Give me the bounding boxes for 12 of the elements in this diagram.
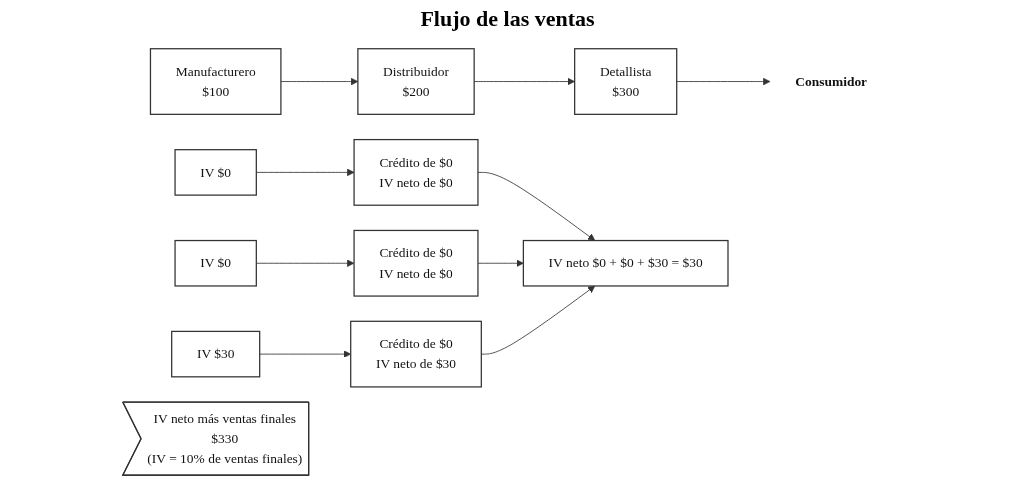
node-box: Manufacturero $100 — [149, 48, 282, 115]
node-box: IV $0 — [174, 149, 257, 196]
node-box: IV $0 — [174, 239, 257, 287]
node-box: IV $30 — [171, 330, 261, 378]
node-box: IV neto $0 + $0 + $30 = $30 — [522, 239, 729, 287]
node-box: Distribuidor $200 — [357, 48, 475, 115]
diagram-title: Flujo de las ventas — [419, 6, 596, 32]
node-box: Crédito de $0 IV neto de $0 — [353, 229, 479, 297]
node-box: Detallista $300 — [574, 48, 678, 115]
node-box: Crédito de $0 IV neto de $30 — [350, 320, 482, 388]
node-box: Crédito de $0 IV neto de $0 — [353, 138, 479, 206]
node-text: Consumidor — [795, 73, 868, 89]
